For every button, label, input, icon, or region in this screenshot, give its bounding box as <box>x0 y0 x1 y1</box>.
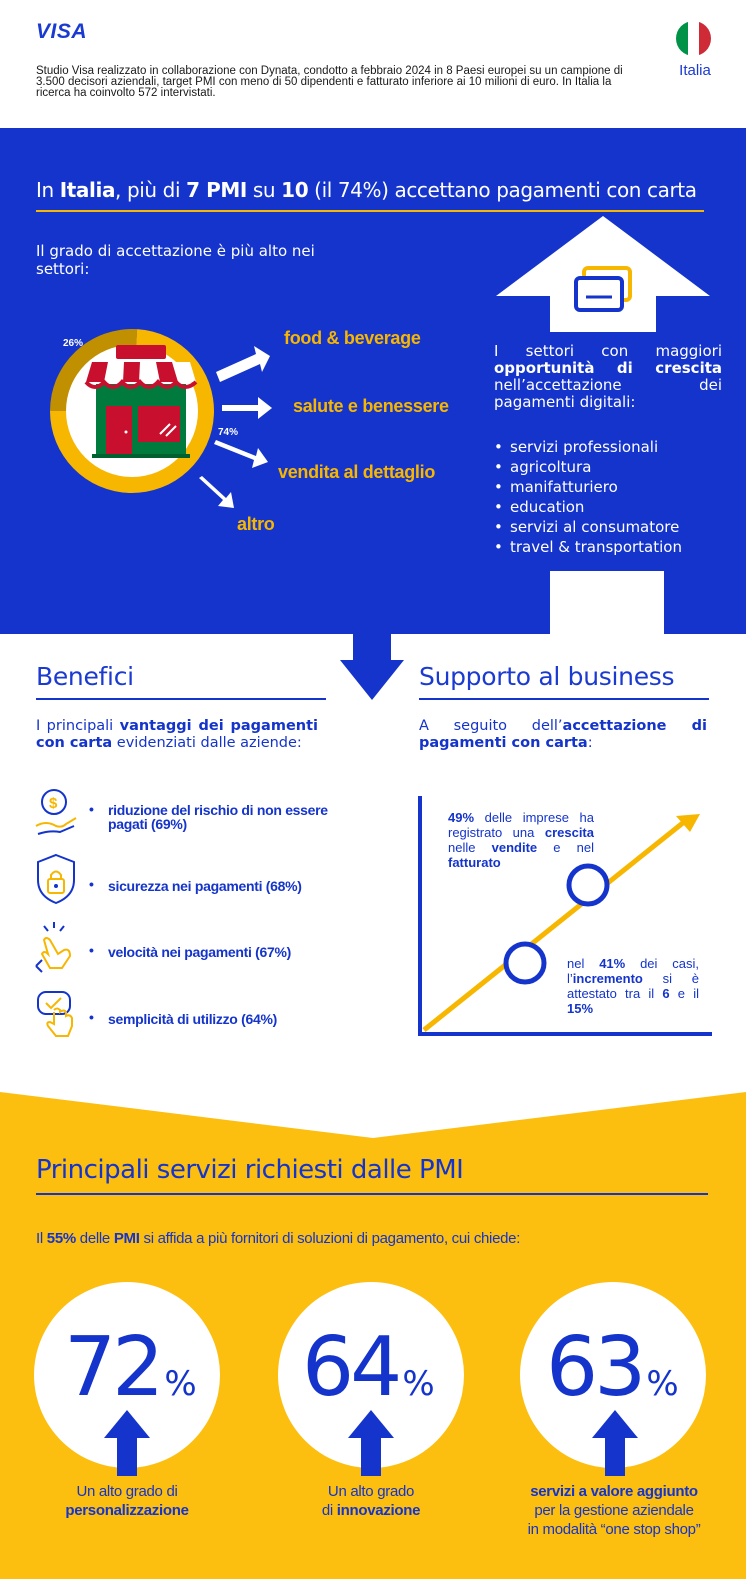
stat-value-innovation: 64% <box>302 1320 435 1415</box>
bullet: • <box>89 1009 94 1025</box>
opportunities-list: servizi professionali agricoltura manifa… <box>494 437 682 557</box>
list-item: agricoltura <box>494 457 682 477</box>
tap-hand-icon <box>35 922 72 973</box>
benefici-intro: I principali vantaggi dei pagamenti con … <box>36 718 318 751</box>
list-item: education <box>494 497 682 517</box>
bullet: • <box>89 942 94 958</box>
card-icon <box>574 266 632 312</box>
shop-icon <box>84 345 198 458</box>
acceptance-donut: 26% 74% <box>50 328 272 508</box>
sector-health: salute e benessere <box>293 396 449 416</box>
supporto-intro: A seguito dell’accettazione di pagamenti… <box>419 718 707 751</box>
coin-hand-icon: $ <box>35 789 77 835</box>
supporto-title: Supporto al business <box>419 662 675 691</box>
list-item: travel & transportation <box>494 537 682 557</box>
chart-point-49 <box>566 863 610 907</box>
donut-label-other: 26% <box>63 338 83 349</box>
services-intro: Il 55% delle PMI si affida a più fornito… <box>36 1230 521 1247</box>
services-title: Principali servizi richiesti dalle PMI <box>36 1155 464 1185</box>
growth-arrow <box>496 216 710 636</box>
stat-value-personalization: 72% <box>64 1320 197 1415</box>
sector-arrows <box>199 346 272 508</box>
acceptance-headline: In Italia, più di 7 PMI su 10 (il 74%) a… <box>36 178 697 202</box>
services-divider <box>36 1193 708 1195</box>
growth-line-chart <box>418 796 712 1036</box>
study-intro: Studio Visa realizzato in collaborazione… <box>36 65 623 99</box>
up-arrow-icon <box>592 1410 638 1476</box>
list-item: manifatturiero <box>494 477 682 497</box>
sector-food-beverage: food & beverage <box>284 328 421 348</box>
supporto-divider <box>419 698 709 700</box>
opportunities-text: I settori con maggiori opportunità di cr… <box>494 342 722 411</box>
list-item: servizi professionali <box>494 437 682 457</box>
benefit-item-risk: riduzione del rischio di non essere paga… <box>108 802 328 832</box>
benefici-divider <box>36 698 326 700</box>
bullet: • <box>89 876 94 892</box>
up-arrow-icon <box>348 1410 394 1476</box>
chart-point-41 <box>503 941 547 985</box>
growth-label-41: nel 41% dei casi, l’incremento si è atte… <box>567 956 699 1016</box>
benefit-item-speed: velocità nei pagamenti (67%) <box>108 944 291 960</box>
bullet: • <box>89 801 94 817</box>
check-hand-icon <box>37 991 73 1037</box>
country-label: Italia <box>679 62 711 79</box>
section-notch <box>0 1092 746 1138</box>
svg-text:$: $ <box>49 795 58 812</box>
headline-divider <box>36 210 704 212</box>
sector-retail: vendita al dettaglio <box>278 462 436 482</box>
grade-text: Il grado di accettazione è più alto nei … <box>36 242 315 278</box>
down-arrow-icon <box>340 630 404 700</box>
shield-lock-icon <box>37 853 75 905</box>
up-arrow-icon <box>104 1410 150 1476</box>
list-item: servizi al consumatore <box>494 517 682 537</box>
visa-logo: VISA <box>36 20 88 43</box>
donut-label-accept: 74% <box>218 427 238 438</box>
benefici-title: Benefici <box>36 662 134 691</box>
sector-other: altro <box>237 514 275 534</box>
growth-label-49: 49% delle imprese ha registrato una cres… <box>448 810 594 870</box>
benefit-item-security: sicurezza nei pagamenti (68%) <box>108 878 302 894</box>
stat-value-value-added: 63% <box>546 1320 679 1415</box>
benefit-item-simplicity: semplicità di utilizzo (64%) <box>108 1011 277 1027</box>
italy-flag-icon <box>676 21 711 56</box>
